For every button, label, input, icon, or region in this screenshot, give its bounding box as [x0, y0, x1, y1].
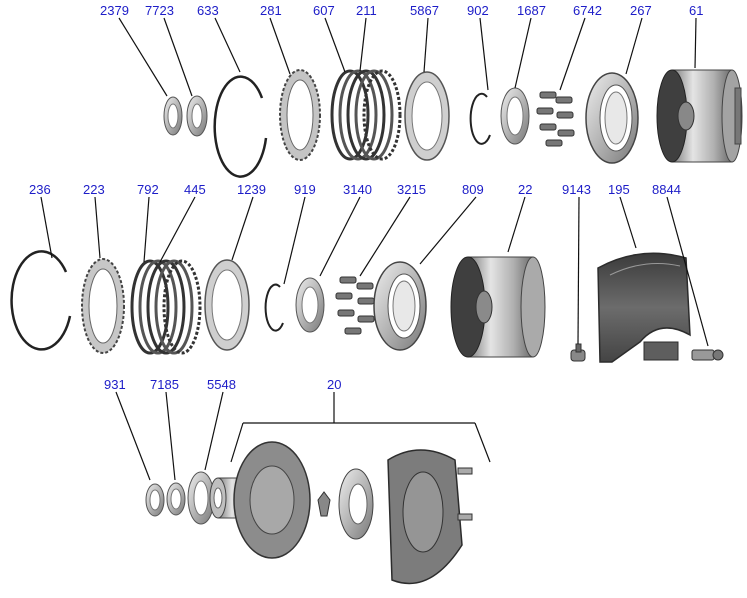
- part-902-snap-ring: [469, 92, 491, 145]
- part-223-clutch-plate: [81, 258, 125, 354]
- part-22-clutch-drum: [450, 256, 546, 358]
- label-211: 211: [356, 3, 377, 18]
- label-236: 236: [29, 182, 51, 197]
- label-3140: 3140: [343, 182, 372, 197]
- label-7723: 7723: [145, 3, 174, 18]
- label-8844: 8844: [652, 182, 681, 197]
- label-5867: 5867: [410, 3, 439, 18]
- part-20-pump-assembly: [209, 441, 473, 585]
- part-809-roller-clutch: [373, 261, 427, 351]
- part-8844-apply-pin: [691, 349, 724, 361]
- label-22: 22: [518, 182, 532, 197]
- label-7185: 7185: [150, 377, 179, 392]
- part-1687-thrust-washer: [500, 87, 530, 145]
- part-2379-thrust-washer: [163, 96, 183, 136]
- part-9143-anchor-pin: [570, 343, 586, 362]
- label-5548: 5548: [207, 377, 236, 392]
- label-919: 919: [294, 182, 316, 197]
- label-20: 20: [327, 377, 341, 392]
- label-3215: 3215: [397, 182, 426, 197]
- label-902: 902: [467, 3, 489, 18]
- label-281: 281: [260, 3, 282, 18]
- label-223: 223: [83, 182, 105, 197]
- label-633: 633: [197, 3, 219, 18]
- label-931: 931: [104, 377, 126, 392]
- label-809: 809: [462, 182, 484, 197]
- part-5867-pressure-plate: [404, 71, 450, 161]
- label-445: 445: [184, 182, 206, 197]
- part-1239-pressure-plate: [204, 259, 250, 351]
- assembly-20-bracket: [230, 392, 491, 463]
- part-5548-thrust-washer: [187, 471, 215, 525]
- label-792: 792: [137, 182, 159, 197]
- part-195-brake-band: [597, 252, 691, 363]
- leader-lines: [40, 17, 709, 481]
- part-267-roller-clutch: [585, 72, 639, 164]
- part-number-labels: 2379 7723 633 281 607 211 5867 902 1687 …: [29, 3, 703, 392]
- part-633-snap-ring: [213, 75, 268, 178]
- part-236-snap-ring: [10, 250, 72, 351]
- label-1687: 1687: [517, 3, 546, 18]
- part-61-clutch-drum: [656, 69, 743, 163]
- part-919-snap-ring: [264, 283, 284, 332]
- label-9143: 9143: [562, 182, 591, 197]
- part-3215-rollers: [335, 276, 375, 335]
- label-607: 607: [313, 3, 335, 18]
- part-7185-thrust-washer: [166, 482, 186, 516]
- part-792-445-clutch-pack: [130, 259, 202, 355]
- part-607-211-clutch-pack: [330, 69, 402, 161]
- part-931-thrust-washer: [145, 483, 165, 517]
- label-6742: 6742: [573, 3, 602, 18]
- label-61: 61: [689, 3, 703, 18]
- label-2379: 2379: [100, 3, 129, 18]
- part-3140-thrust-washer: [295, 277, 325, 333]
- label-267: 267: [630, 3, 652, 18]
- label-195: 195: [608, 182, 630, 197]
- part-281-clutch-plate: [279, 69, 321, 161]
- label-1239: 1239: [237, 182, 266, 197]
- part-7723-thrust-washer: [186, 95, 208, 137]
- part-6742-rollers: [536, 91, 575, 147]
